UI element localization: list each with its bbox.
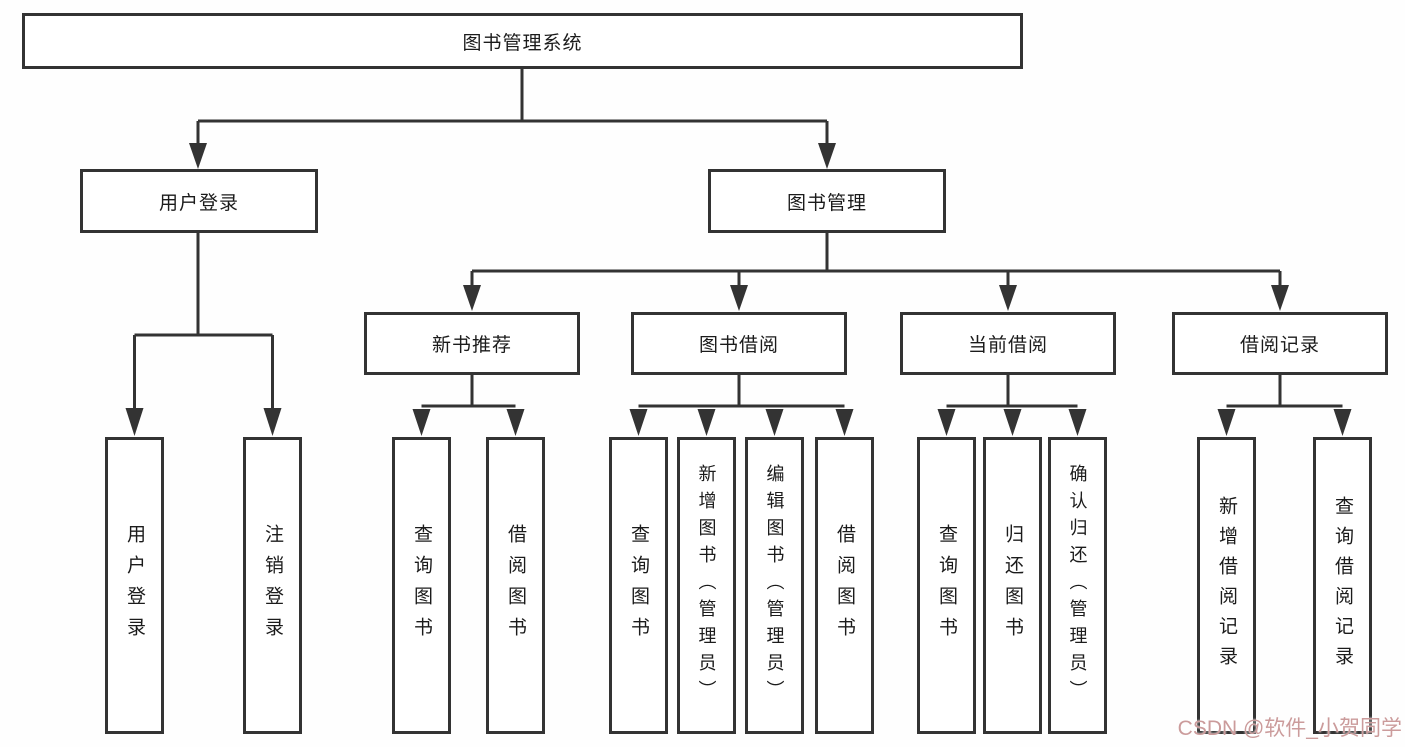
node-user-login-label: 用户登录 bbox=[158, 192, 239, 214]
node-root: 图书管理系统 bbox=[22, 13, 1023, 69]
connector-records-children bbox=[1217, 375, 1352, 436]
connector-root-to-level2 bbox=[189, 69, 836, 169]
leaf-edit-book-admin: 编辑图书（管理员） bbox=[745, 437, 804, 734]
leaf-logout-label: 注销登录 bbox=[262, 523, 283, 648]
leaf-confirm-return-admin: 确认归还（管理员） bbox=[1048, 437, 1107, 734]
leaf-query-books-borrowing-label: 查询图书 bbox=[628, 523, 649, 648]
leaf-borrow-books-recommend: 借阅图书 bbox=[486, 437, 545, 734]
csdn-watermark: CSDN @软件_小贺同学 bbox=[1177, 717, 1402, 740]
node-book-borrowing: 图书借阅 bbox=[631, 312, 847, 375]
connector-book-borrow-children bbox=[629, 375, 854, 436]
leaf-query-books-current: 查询图书 bbox=[917, 437, 976, 734]
leaf-query-books-current-label: 查询图书 bbox=[936, 523, 957, 648]
leaf-query-borrow-record: 查询借阅记录 bbox=[1313, 437, 1372, 734]
leaf-borrow-books-borrowing: 借阅图书 bbox=[815, 437, 874, 734]
leaf-user-login-label: 用户登录 bbox=[124, 523, 145, 648]
leaf-edit-book-admin-label: 编辑图书（管理员） bbox=[764, 464, 785, 707]
node-current-borrowing: 当前借阅 bbox=[900, 312, 1116, 375]
connector-new-rec-children bbox=[412, 375, 525, 436]
connector-book-mgmt-to-level3 bbox=[463, 233, 1289, 311]
leaf-confirm-return-admin-label: 确认归还（管理员） bbox=[1067, 464, 1088, 707]
connector-current-borrow-children bbox=[937, 375, 1087, 436]
node-book-management: 图书管理 bbox=[708, 169, 946, 233]
leaf-return-books: 归还图书 bbox=[983, 437, 1042, 734]
leaf-add-borrow-record: 新增借阅记录 bbox=[1197, 437, 1256, 734]
leaf-add-book-admin-label: 新增图书（管理员） bbox=[696, 464, 717, 707]
node-book-borrowing-label: 图书借阅 bbox=[698, 335, 779, 356]
node-user-login: 用户登录 bbox=[80, 169, 318, 233]
leaf-query-books-recommend: 查询图书 bbox=[392, 437, 451, 734]
leaf-query-books-recommend-label: 查询图书 bbox=[411, 523, 432, 648]
node-current-borrowing-label: 当前借阅 bbox=[967, 335, 1048, 356]
node-borrow-records: 借阅记录 bbox=[1172, 312, 1388, 375]
leaf-user-login: 用户登录 bbox=[105, 437, 164, 734]
leaf-add-book-admin: 新增图书（管理员） bbox=[677, 437, 736, 734]
leaf-query-books-borrowing: 查询图书 bbox=[609, 437, 668, 734]
leaf-borrow-books-recommend-label: 借阅图书 bbox=[505, 523, 526, 648]
leaf-return-books-label: 归还图书 bbox=[1002, 523, 1023, 648]
leaf-add-borrow-record-label: 新增借阅记录 bbox=[1216, 495, 1237, 676]
node-new-book-recommend-label: 新书推荐 bbox=[431, 335, 512, 356]
leaf-query-borrow-record-label: 查询借阅记录 bbox=[1332, 495, 1353, 676]
connector-user-login-children bbox=[125, 233, 282, 436]
node-root-label: 图书管理系统 bbox=[462, 32, 583, 54]
node-new-book-recommend: 新书推荐 bbox=[364, 312, 580, 375]
node-borrow-records-label: 借阅记录 bbox=[1239, 335, 1320, 356]
leaf-logout: 注销登录 bbox=[243, 437, 302, 734]
node-book-management-label: 图书管理 bbox=[786, 192, 867, 214]
leaf-borrow-books-borrowing-label: 借阅图书 bbox=[834, 523, 855, 648]
